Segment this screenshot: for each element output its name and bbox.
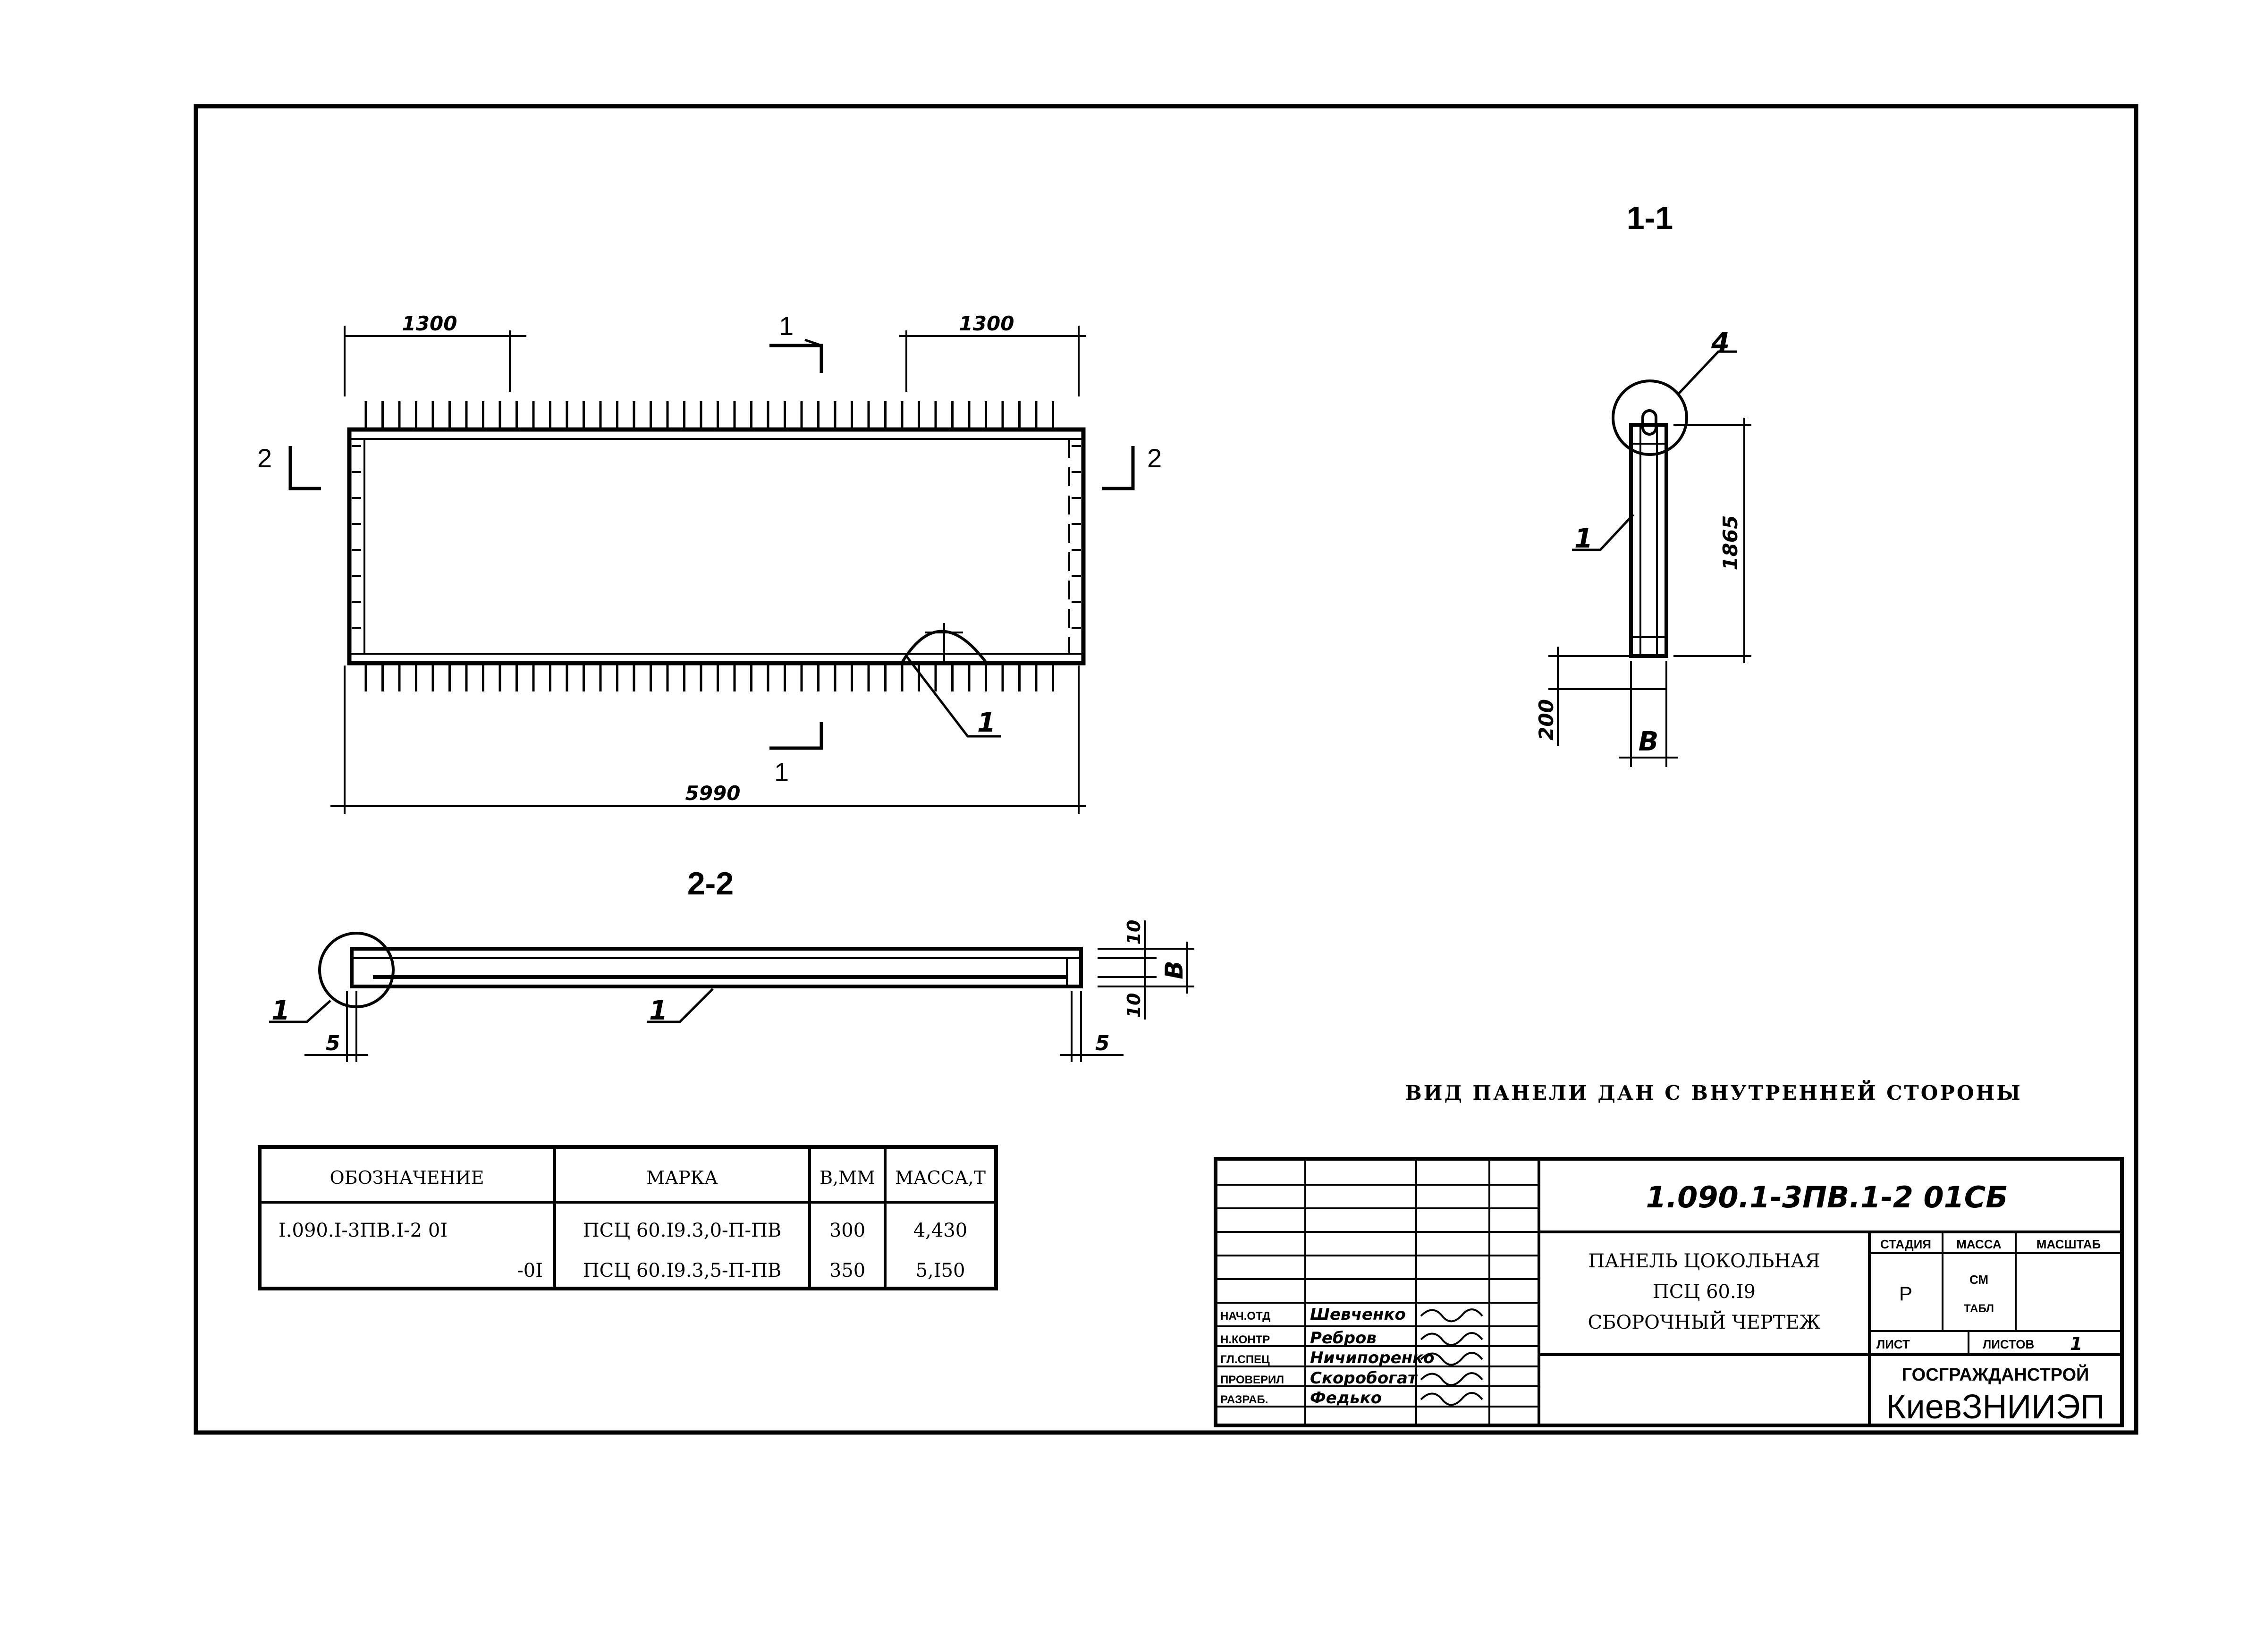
section-1-1-callout-4: 4	[1711, 328, 1730, 358]
tb-name-line-2: ПСЦ 60.I9	[1653, 1281, 1756, 1303]
signature-mark	[1420, 1372, 1483, 1386]
spec-row-1-width: 300	[829, 1220, 865, 1241]
tb-col-stage: СТАДИЯ	[1880, 1237, 1931, 1251]
spec-header-width: В,ММ	[820, 1167, 875, 1188]
drawing-note: ВИД ПАНЕЛИ ДАН С ВНУТРЕННЕЙ СТОРОНЫ	[1405, 1079, 2022, 1104]
spec-row-2-designation: -0I	[517, 1260, 543, 1281]
section-2-2-dim-right-5: 5	[1095, 1031, 1110, 1055]
reinforcement-ties-top	[364, 401, 1054, 430]
tb-name-line-3: СБОРОЧНЫЙ ЧЕРТЕЖ	[1588, 1311, 1820, 1333]
tb-org-2: КиевЗНИИЭП	[1886, 1388, 2105, 1426]
tb-document-code: 1.090.1-3ПВ.1-2 01СБ	[1646, 1180, 2008, 1214]
spec-row-1-mass: 4,430	[913, 1220, 968, 1241]
tb-sheet-label: ЛИСТ	[1876, 1337, 1910, 1351]
title-block: 1.090.1-3ПВ.1-2 01СБ ПАНЕЛЬ ЦОКОЛЬНАЯ ПС…	[1214, 1157, 2124, 1427]
tb-staff-name: Федько	[1310, 1389, 1382, 1408]
section-2-2-dim-b: B	[1160, 961, 1189, 979]
spec-row-1-designation: I.090.I-3ПВ.I-2 0I	[279, 1220, 448, 1241]
signature-mark	[1420, 1308, 1483, 1323]
spec-header-designation: ОБОЗНАЧЕНИЕ	[330, 1167, 484, 1188]
dim-right-1300: 1300	[959, 312, 1014, 335]
section-1-1-outline	[1629, 423, 1668, 658]
reinforcement-ties-bottom	[364, 663, 1054, 691]
section-2-2-dim-bottom: 10	[1124, 993, 1144, 1018]
tb-staff-role: Н.КОНТР	[1220, 1333, 1270, 1346]
tb-mass-value-1: СМ	[1969, 1273, 1988, 1287]
tb-stage-value: Р	[1899, 1282, 1912, 1305]
cut-marker-1-top: 1	[779, 311, 794, 341]
spec-header-mass: МАССА,Т	[895, 1167, 986, 1188]
plan-view: 1300 1300 5990 1 1 2 2 1	[257, 311, 1162, 814]
tb-staff-role: НАЧ.ОТД	[1220, 1310, 1270, 1323]
tb-name-line-1: ПАНЕЛЬ ЦОКОЛЬНАЯ	[1588, 1250, 1820, 1272]
section-1-1-dim-height: 1865	[1719, 515, 1742, 571]
tb-staff-role: РАЗРАБ.	[1220, 1393, 1268, 1406]
section-1-1: 1-1 4 1 1865 200 B	[1535, 200, 1751, 767]
spec-header-mark: МАРКА	[646, 1167, 718, 1188]
tb-sheets-label: ЛИСТОВ	[1983, 1337, 2034, 1351]
section-2-2-dim-top: 10	[1124, 920, 1144, 945]
section-2-2-outline	[350, 947, 1083, 988]
cut-marker-2-right: 2	[1147, 443, 1162, 473]
drawing-frame	[194, 104, 2138, 1435]
section-2-2-callout-left: 1	[271, 995, 290, 1026]
section-1-1-title: 1-1	[1627, 200, 1673, 236]
dim-left-1300: 1300	[402, 312, 457, 335]
cut-marker-2-left: 2	[257, 443, 272, 473]
tb-staff-name: Скоробогат	[1310, 1369, 1418, 1388]
spec-row-2-mark: ПСЦ 60.I9.3,5-П-ПВ	[583, 1260, 781, 1281]
spec-row-2-mass: 5,I50	[916, 1260, 965, 1281]
section-1-1-callout-1: 1	[1574, 523, 1593, 554]
tb-col-mass: МАССА	[1956, 1237, 2002, 1251]
plan-callout-1: 1	[977, 708, 996, 738]
section-2-2-callout-center: 1	[649, 995, 668, 1026]
panel-outline	[347, 427, 1086, 666]
section-2-2-dim-left-5: 5	[326, 1031, 340, 1055]
section-1-1-dim-200: 200	[1535, 699, 1558, 741]
tb-col-scale: МАСШТАБ	[2036, 1237, 2101, 1251]
tb-staff-role: ГЛ.СПЕЦ	[1220, 1353, 1270, 1366]
tb-staff-name: Ничипоренко	[1310, 1349, 1435, 1367]
section-2-2-title: 2-2	[687, 866, 734, 902]
section-1-1-dim-b: B	[1639, 726, 1659, 757]
spec-table: ОБОЗНАЧЕНИЕ МАРКА В,ММ МАССА,Т I.090.I-3…	[258, 1145, 998, 1290]
signature-mark	[1420, 1332, 1483, 1346]
tb-staff-role: ПРОВЕРИЛ	[1220, 1374, 1284, 1386]
signature-mark	[1420, 1392, 1483, 1406]
spec-row-2-width: 350	[829, 1260, 865, 1281]
spec-row-1-mark: ПСЦ 60.I9.3,0-П-ПВ	[583, 1220, 781, 1241]
tb-staff-name: Ребров	[1310, 1329, 1377, 1348]
tb-org-1: ГОСГРАЖДАНСТРОЙ	[1902, 1364, 2089, 1385]
section-2-2: 2-2 1 1 10 10 B 5 5	[269, 866, 1194, 1062]
detail-opening	[900, 630, 988, 664]
signature-mark	[1420, 1352, 1483, 1366]
tb-mass-value-2: ТАБЛ	[1964, 1302, 1994, 1315]
tb-staff-name: Шевченко	[1310, 1305, 1406, 1324]
dim-total-5990: 5990	[685, 782, 741, 805]
detail-circle-4	[1612, 379, 1688, 456]
cut-marker-1-bottom: 1	[774, 757, 789, 787]
tb-sheets-value: 1	[2070, 1333, 2082, 1354]
